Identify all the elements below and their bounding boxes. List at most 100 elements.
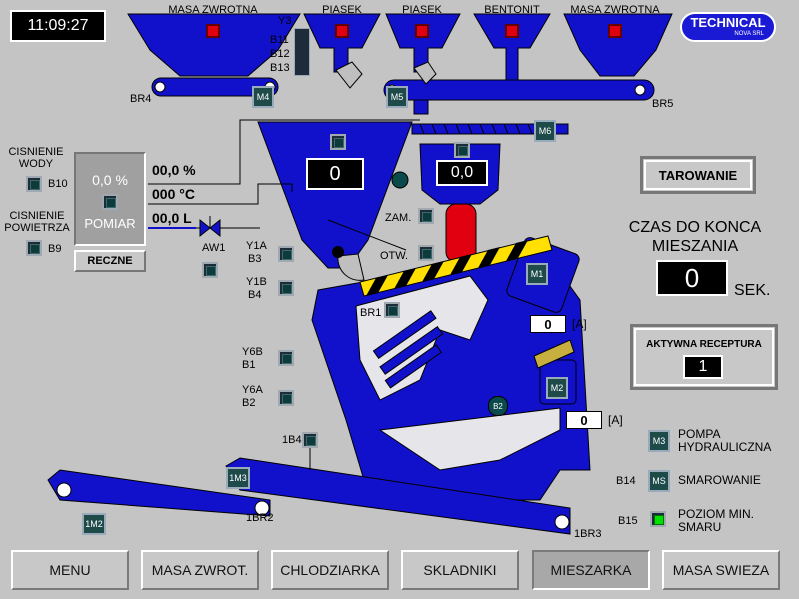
nav-masa-zwrot[interactable]: MASA ZWROT. xyxy=(141,550,259,590)
label-y6a: Y6A xyxy=(242,384,263,396)
pomiar-panel: 0,0 % POMIAR xyxy=(74,152,146,246)
motor-1m3[interactable]: 1M3 xyxy=(226,467,250,489)
label-cisnienie-wody: CISNIENIE WODY xyxy=(8,146,64,170)
receptura-title: AKTYWNA RECEPTURA xyxy=(646,339,762,350)
valve-aw1[interactable] xyxy=(202,262,218,278)
belt-br4 xyxy=(151,77,279,97)
label-b15: B15 xyxy=(618,515,638,527)
label-y1a: Y1A xyxy=(246,240,267,252)
label-b11: B11 xyxy=(270,34,289,46)
label-1br3: 1BR3 xyxy=(574,528,602,540)
tarowanie-button[interactable]: TAROWANIE xyxy=(640,156,756,194)
motor-ms[interactable]: MS xyxy=(648,470,670,492)
label-aw1: AW1 xyxy=(202,242,226,254)
logo-subtext: NOVA SRL xyxy=(734,31,764,37)
current-m1-unit: [A] xyxy=(572,317,587,331)
hopper-label-masa-zwrotna-right: MASA ZWROTNA xyxy=(570,4,660,16)
hopper-masa-zwrotna-left xyxy=(127,13,301,77)
pomiar-button[interactable]: POMIAR xyxy=(84,216,136,231)
label-otw: OTW. xyxy=(380,250,409,262)
sensor-main-hopper xyxy=(330,134,346,150)
label-b14: B14 xyxy=(616,475,636,487)
sensor-b9 xyxy=(26,240,42,256)
label-b1: B1 xyxy=(242,359,256,371)
hopper-label-masa-zwrotna-left: MASA ZWROTNA xyxy=(168,4,258,16)
label-poziom: POZIOM MIN. SMARU xyxy=(678,507,754,534)
nav-masa-swieza[interactable]: MASA SWIEZA xyxy=(662,550,780,590)
sensor-otw xyxy=(418,245,434,261)
pomiar-indicator xyxy=(102,194,118,210)
label-b2-left: B2 xyxy=(242,397,256,409)
motor-m5[interactable]: M5 xyxy=(386,86,408,108)
label-b3: B3 xyxy=(248,253,262,265)
sensor-bentonit-hopper xyxy=(454,142,470,158)
label-b4: B4 xyxy=(248,289,262,301)
current-m1-value: 0 xyxy=(530,315,566,333)
sensor-stack-b11-b13 xyxy=(294,28,310,76)
label-y1b: Y1B xyxy=(246,276,267,288)
scale-bentonit-value: 0,0 xyxy=(436,160,488,186)
hopper-piasek-1 xyxy=(303,13,381,73)
current-m2-value: 0 xyxy=(566,411,602,429)
hopper-masa-zwrotna-right xyxy=(563,13,673,77)
label-y6b: Y6B xyxy=(242,346,263,358)
humidity-value: 00,0 % xyxy=(152,162,196,178)
label-b9: B9 xyxy=(48,243,62,255)
reczne-button[interactable]: RECZNE xyxy=(74,250,146,272)
label-b12: B12 xyxy=(270,48,290,60)
belt-br5 xyxy=(383,79,655,101)
czas-unit: SEK. xyxy=(734,282,771,299)
hopper-label-bentonit: BENTONIT xyxy=(484,4,540,16)
screw-conveyor xyxy=(411,123,569,135)
pomiar-percent: 0,0 % xyxy=(92,172,128,188)
level-led-masa-zwrotna-left xyxy=(206,24,220,38)
label-smarowanie: SMAROWANIE xyxy=(678,473,761,487)
sensor-b3 xyxy=(278,246,294,262)
sensor-b10 xyxy=(26,176,42,192)
level-led-bentonit xyxy=(505,24,519,38)
clock: 11:09:27 xyxy=(10,10,106,42)
label-y3: Y3 xyxy=(278,15,292,27)
label-br4: BR4 xyxy=(130,93,152,105)
current-m2-unit: [A] xyxy=(608,413,623,427)
motor-m3[interactable]: M3 xyxy=(648,430,670,452)
czas-title: CZAS DO KONCA MIESZANIA xyxy=(628,219,762,255)
sensor-b2-left xyxy=(278,390,294,406)
label-b10: B10 xyxy=(48,178,68,190)
scale-main-value: 0 xyxy=(306,158,364,190)
nav-skladniki[interactable]: SKLADNIKI xyxy=(401,550,519,590)
sensor-b4 xyxy=(278,280,294,296)
label-1br2: 1BR2 xyxy=(246,512,274,524)
water-value: 00,0 L xyxy=(152,210,192,226)
nav-chlodziarka[interactable]: CHLODZIARKA xyxy=(271,550,389,590)
label-br5: BR5 xyxy=(652,98,674,110)
hopper-label-piasek-2: PIASEK xyxy=(402,4,442,16)
level-led-piasek-2 xyxy=(415,24,429,38)
company-logo: TECHNICAL NOVA SRL xyxy=(680,12,776,42)
receptura-value: 1 xyxy=(683,355,723,379)
label-pompa: POMPA HYDRAULICZNA xyxy=(678,427,772,454)
sensor-b2-mixer: B2 xyxy=(488,396,508,416)
conveyor-1br2 xyxy=(47,469,271,517)
logo-text: TECHNICAL xyxy=(690,15,766,30)
motor-m1[interactable]: M1 xyxy=(526,263,548,285)
sensor-b1 xyxy=(278,350,294,366)
hopper-piasek-2 xyxy=(385,13,461,73)
sensor-1b4 xyxy=(302,432,318,448)
hopper-label-piasek-1: PIASEK xyxy=(322,4,362,16)
motor-1m2[interactable]: 1M2 xyxy=(82,513,106,535)
temperature-value: 000 °C xyxy=(152,186,195,202)
motor-m6[interactable]: M6 xyxy=(534,120,556,142)
nav-menu[interactable]: MENU xyxy=(11,550,129,590)
czas-value: 0 xyxy=(656,260,728,296)
label-zam: ZAM. xyxy=(385,212,412,224)
sensor-br1 xyxy=(384,302,400,318)
sensor-zam xyxy=(418,208,434,224)
nav-mieszarka[interactable]: MIESZARKA xyxy=(532,550,650,590)
label-b13: B13 xyxy=(270,62,290,74)
motor-m2[interactable]: M2 xyxy=(546,377,568,399)
motor-m4[interactable]: M4 xyxy=(252,86,274,108)
level-led-piasek-1 xyxy=(335,24,349,38)
level-led-masa-zwrotna-right xyxy=(608,24,622,38)
